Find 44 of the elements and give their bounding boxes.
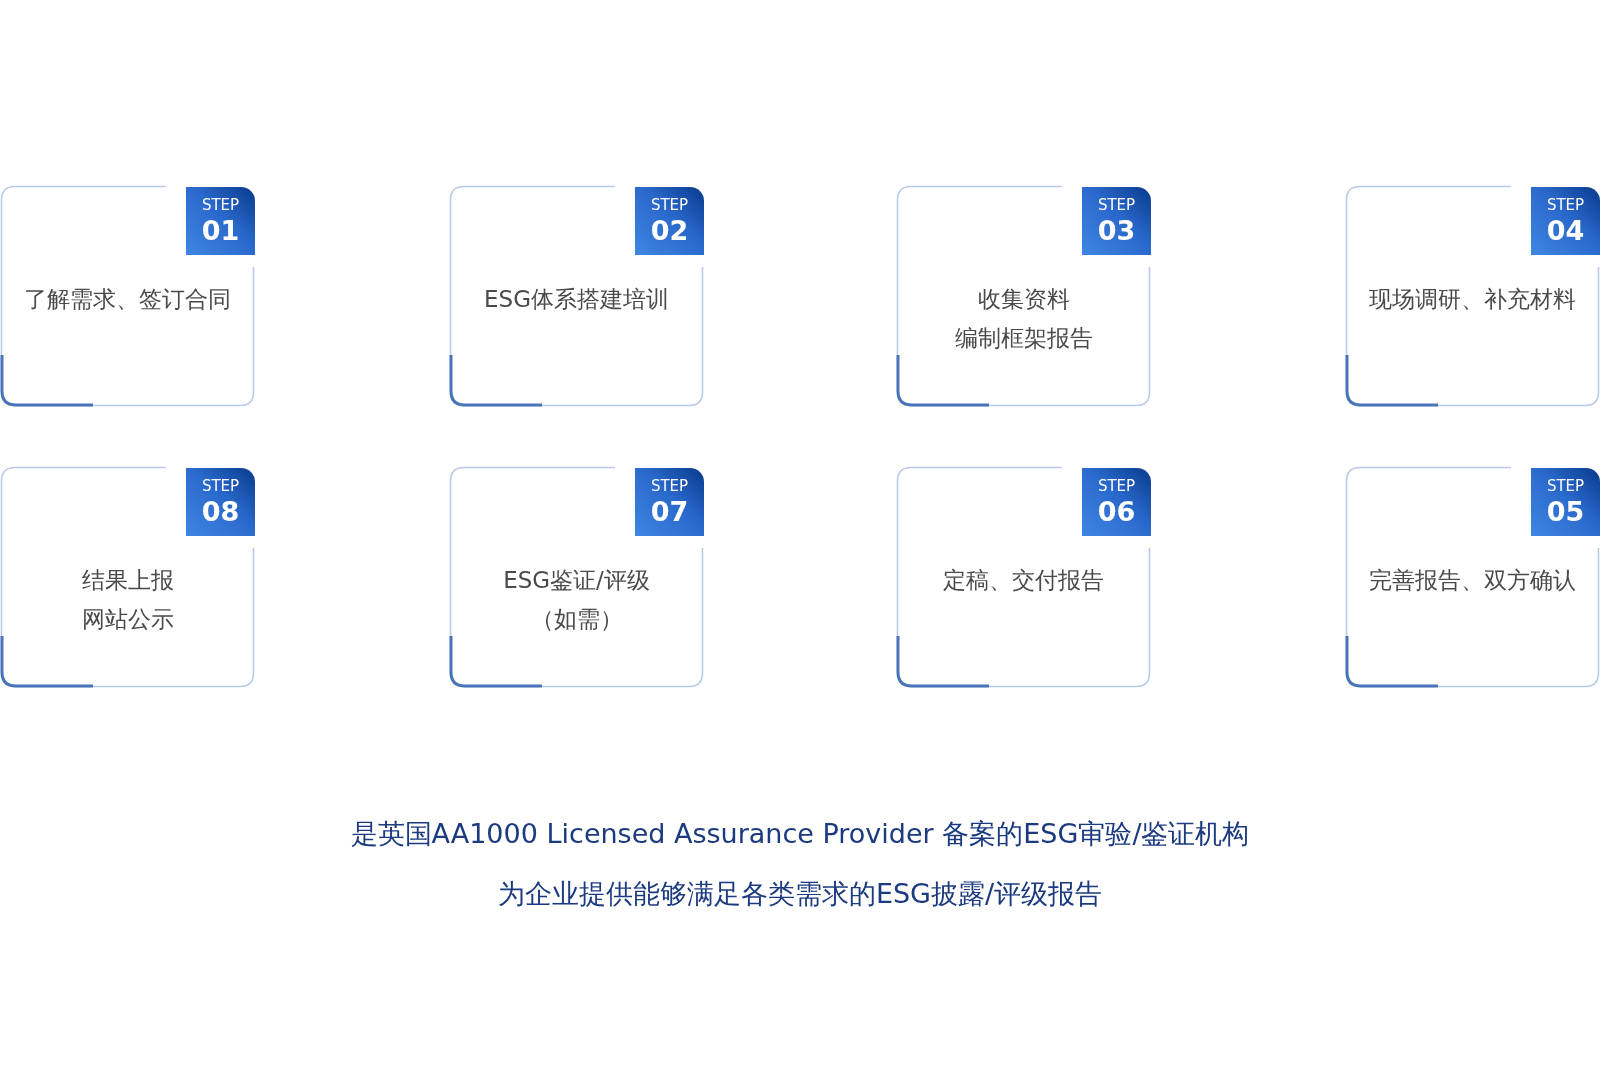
step-badge [1082, 468, 1151, 536]
step-text: 了解需求、签订合同 [24, 285, 231, 314]
step-label: STEP [1546, 196, 1585, 214]
step-badge [635, 468, 704, 536]
step-number: 06 [1097, 496, 1136, 528]
step-text: ESG鉴证/评级（如需） [502, 566, 651, 634]
step-card [449, 466, 704, 688]
step-badge [1531, 187, 1600, 255]
step-text: ESG体系搭建培训 [484, 285, 669, 314]
step-number: 05 [1546, 496, 1585, 528]
step-card [1345, 466, 1600, 688]
step-card [896, 185, 1151, 407]
step-number: 08 [201, 496, 240, 528]
step-card [896, 466, 1151, 688]
step-number: 01 [201, 215, 240, 247]
step-text: 编制框架报告 [954, 324, 1093, 353]
step-card [0, 185, 255, 407]
step-text: 结果上报 [81, 566, 174, 595]
step-badge [186, 187, 255, 255]
step-label: STEP [1097, 477, 1136, 495]
step-badge [186, 468, 255, 536]
step-text: 网站公示 [81, 605, 174, 634]
step-text: 定稿、交付报告 [943, 566, 1104, 595]
step-label: STEP [650, 477, 689, 495]
step-label: STEP [201, 196, 240, 214]
step-label: STEP [201, 477, 240, 495]
step-number: 07 [650, 496, 689, 528]
step-text: 现场调研、补充材料 [1369, 285, 1576, 314]
step-text: 收集资料 [977, 285, 1070, 314]
step-number: 03 [1097, 215, 1136, 247]
step-card [0, 466, 255, 688]
step-number: 04 [1546, 215, 1585, 247]
step-badge [635, 187, 704, 255]
step-card [449, 185, 704, 407]
step-label: STEP [1546, 477, 1585, 495]
step-badge [1531, 468, 1600, 536]
description-text: 是英国AA1000 Licensed Assurance Provider 备案的ESG审验/鉴证机构 [350, 817, 1250, 851]
step-card [1345, 185, 1600, 407]
step-number: 02 [650, 215, 689, 247]
step-text: 完善报告、双方确认 [1369, 566, 1576, 595]
description-text: 为企业提供能够满足各类需求的ESG披露/评级报告 [497, 877, 1103, 911]
step-badge [1082, 187, 1151, 255]
step-label: STEP [650, 196, 689, 214]
step-label: STEP [1097, 196, 1136, 214]
